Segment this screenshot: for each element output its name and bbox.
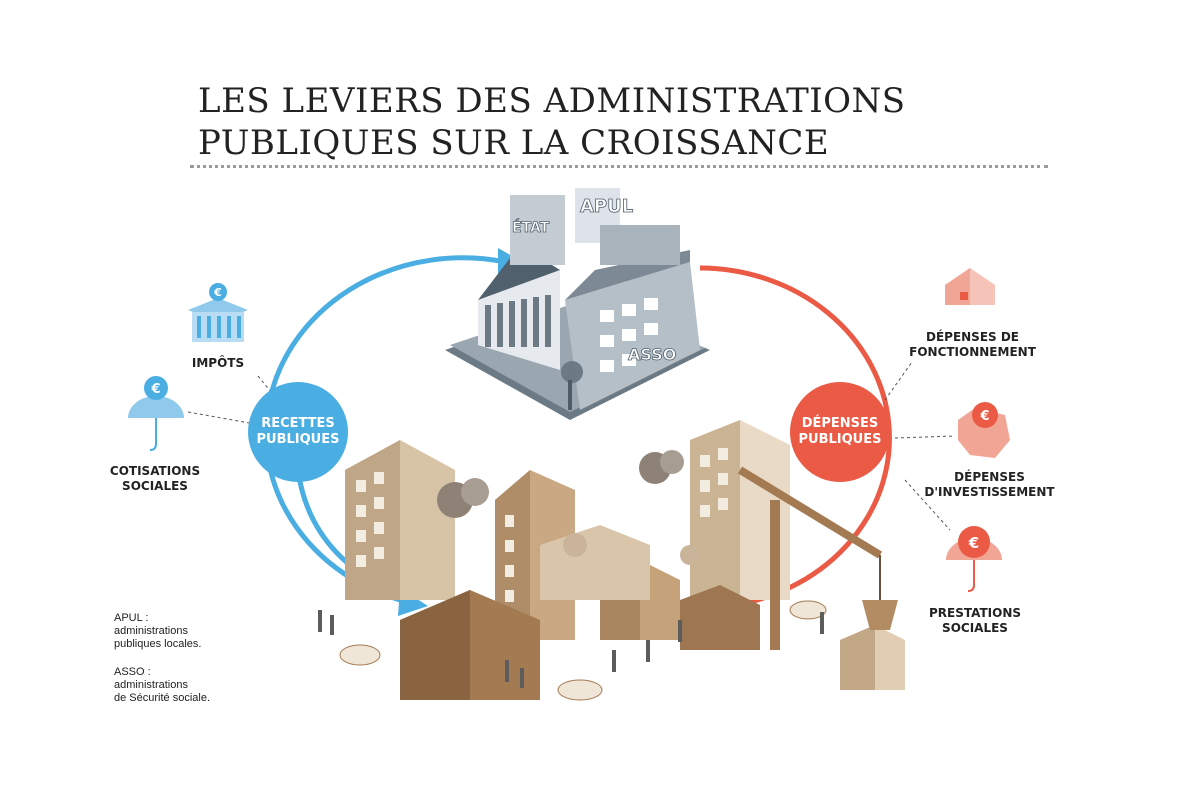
depenses-circle — [790, 382, 890, 482]
cotisations-label: COTISATIONS SOCIALES — [109, 464, 201, 493]
asso-note: ASSO : administrations de Sécurité socia… — [114, 666, 210, 704]
euro-umbrella-icon-left: € — [128, 376, 184, 451]
fonctionnement-label: DÉPENSES DE FONCTIONNEMENT — [909, 330, 1036, 359]
connector-fonctionnement — [884, 361, 913, 401]
recettes-circle — [248, 382, 348, 482]
svg-text:€: € — [213, 286, 222, 299]
svg-text:€: € — [968, 534, 979, 552]
connector-investissement — [894, 435, 956, 439]
investissement-label: DÉPENSES D'INVESTISSEMENT — [924, 470, 1055, 499]
depenses-line-1: DÉPENSES — [801, 416, 879, 431]
impots-label: IMPÔTS — [191, 356, 245, 370]
etat-sign: ÉTAT — [512, 219, 550, 236]
recettes-label: RECETTES PUBLIQUES — [248, 416, 348, 448]
euro-umbrella-icon-right: € — [946, 526, 1002, 592]
apul-sign: APUL — [580, 196, 633, 217]
france-euro-icon: € — [958, 402, 1010, 458]
apul-note: APUL : administrations publiques locales… — [114, 612, 202, 650]
government-building-illustration — [445, 188, 710, 420]
connector-prestations — [904, 479, 951, 531]
city-illustration — [318, 420, 905, 701]
diagram-title: LES LEVIERS DES ADMINISTRATIONS PUBLIQUE… — [198, 80, 906, 164]
title-divider — [190, 165, 1048, 168]
recettes-line-1: RECETTES — [261, 416, 335, 431]
title-line-1: LES LEVIERS DES ADMINISTRATIONS — [198, 81, 906, 121]
bank-icon: € — [188, 283, 248, 342]
depenses-label: DÉPENSES PUBLIQUES — [790, 416, 890, 448]
prestations-label: PRESTATIONS SOCIALES — [928, 606, 1022, 635]
svg-text:€: € — [979, 409, 989, 424]
title-line-2: PUBLIQUES SUR LA CROISSANCE — [198, 123, 830, 163]
connector-impots — [257, 375, 277, 399]
house-icon — [945, 268, 995, 305]
asso-sign: ASSO — [628, 345, 676, 364]
connector-cotisations — [187, 411, 256, 425]
depenses-line-2: PUBLIQUES — [798, 432, 882, 447]
recettes-line-2: PUBLIQUES — [256, 432, 340, 447]
svg-text:€: € — [150, 382, 160, 397]
